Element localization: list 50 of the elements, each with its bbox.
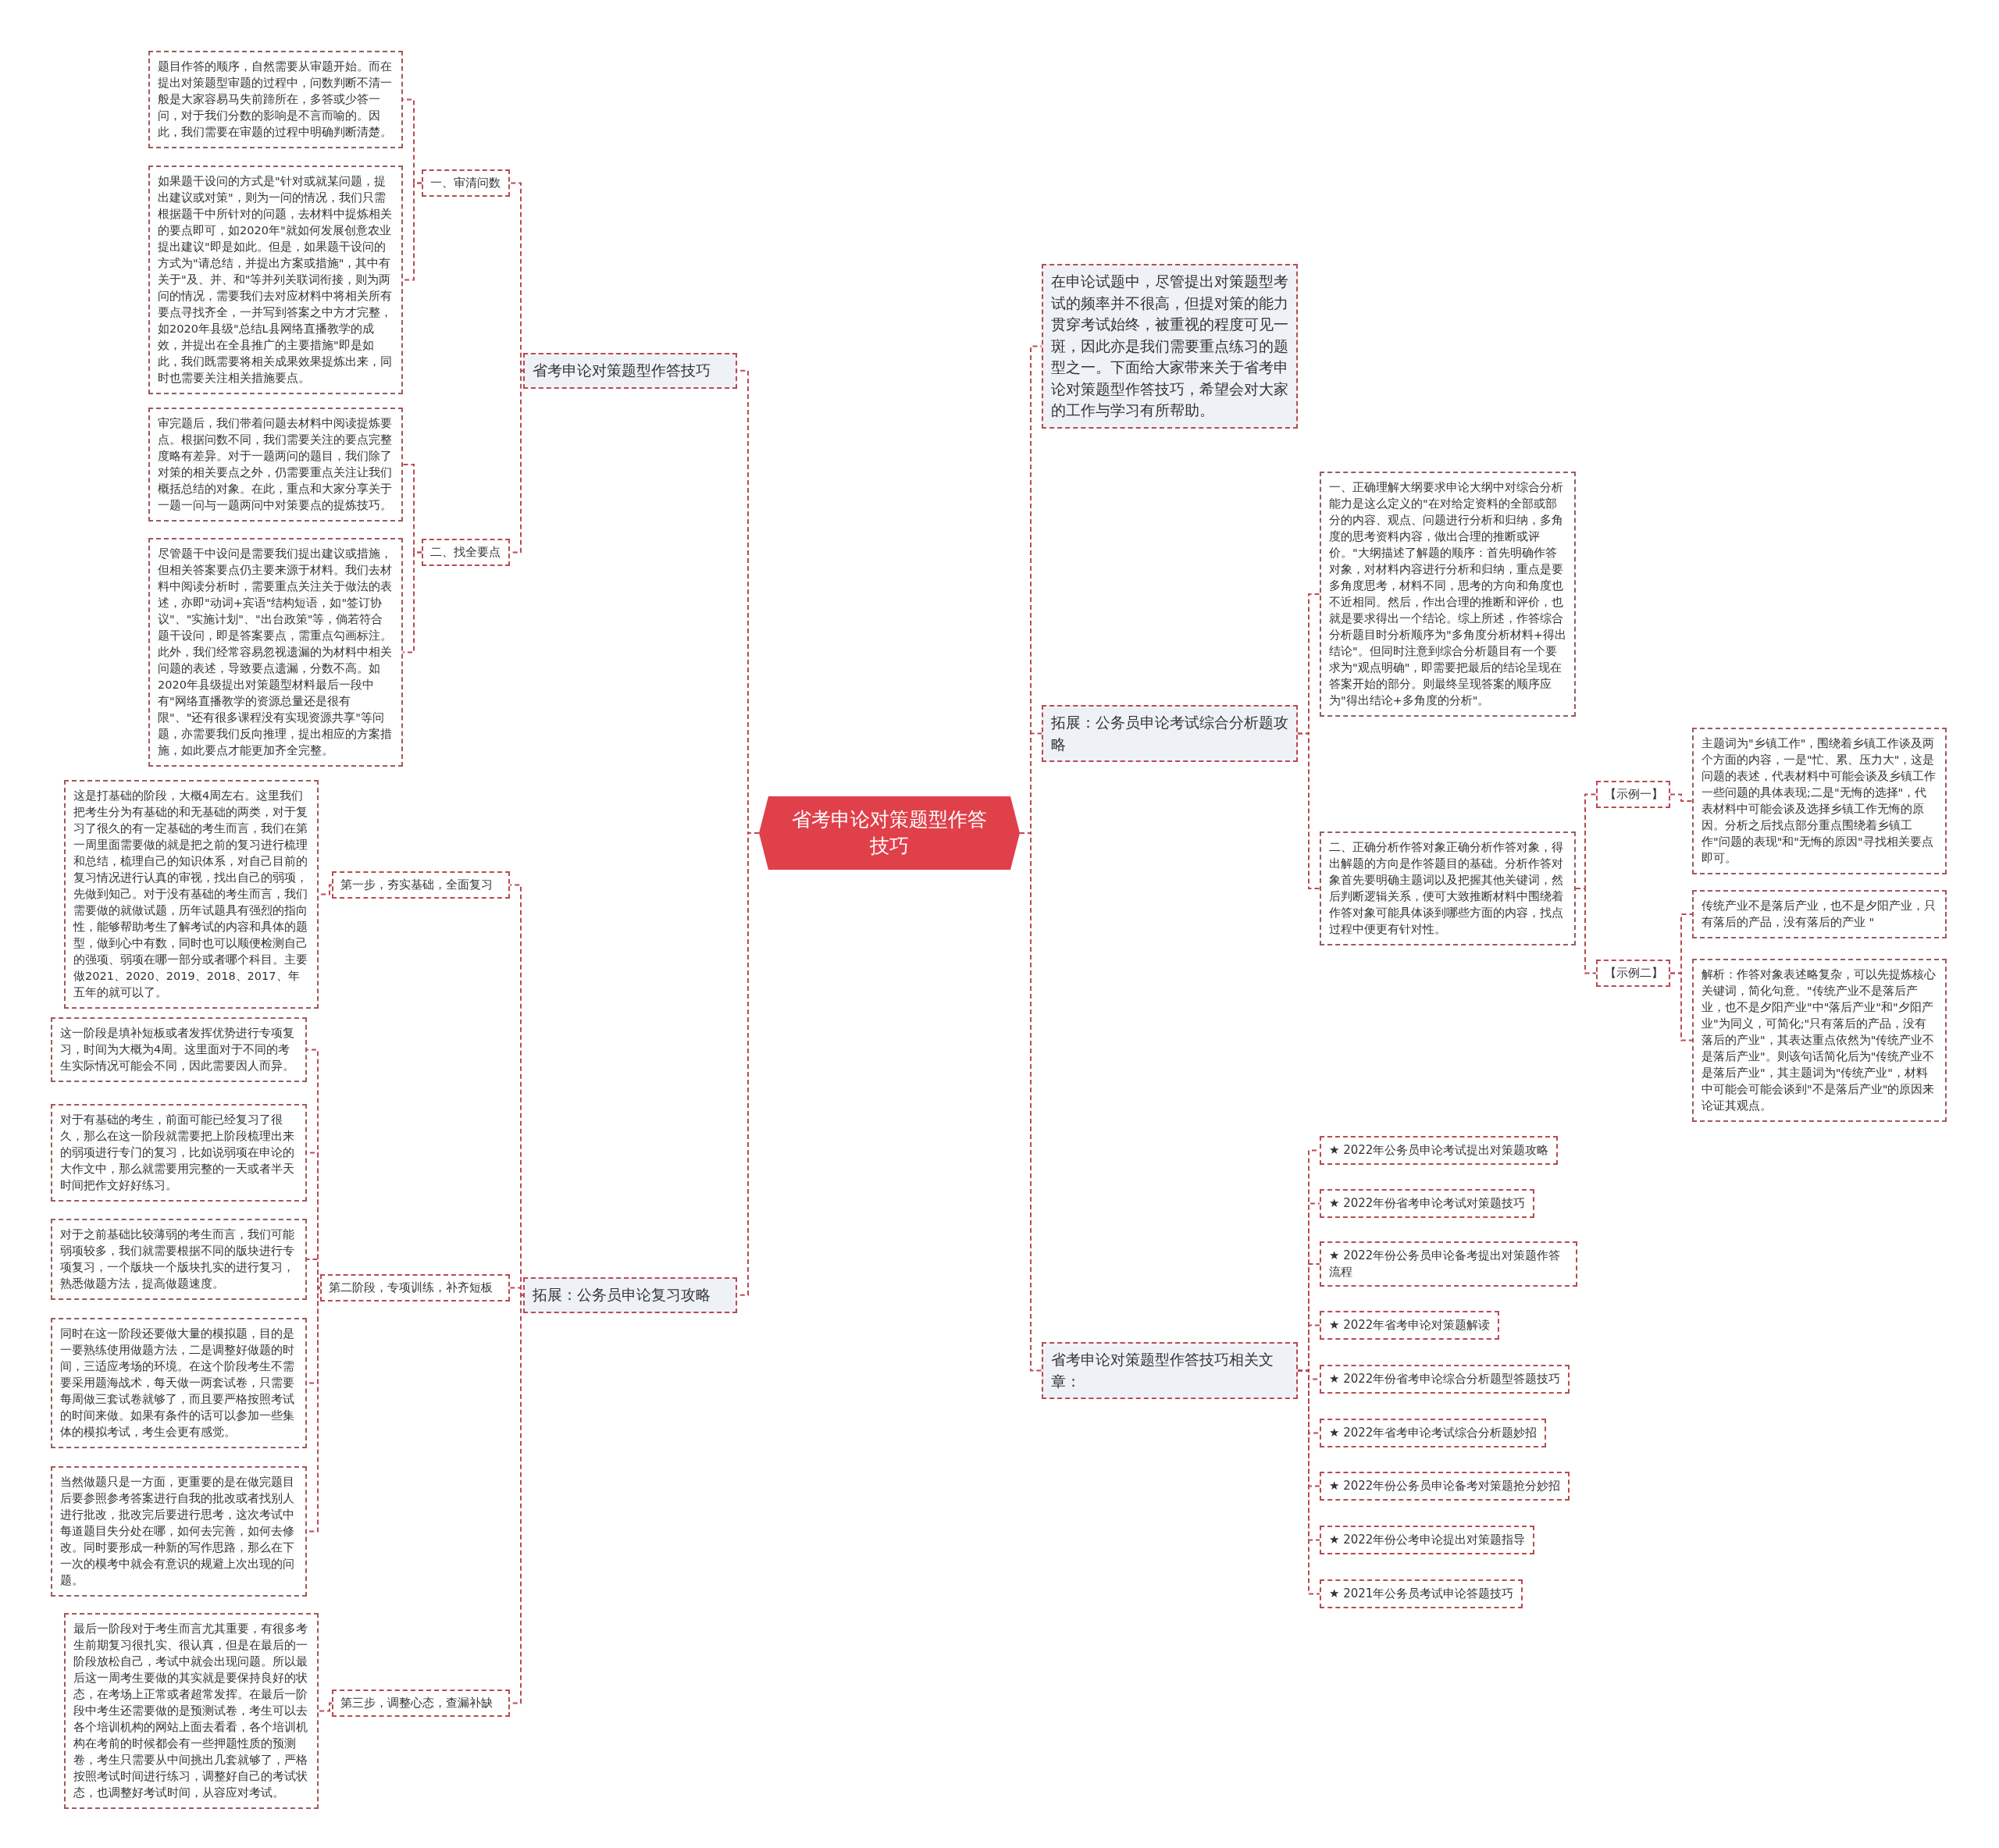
connector-line bbox=[509, 182, 524, 372]
topic-box: 拓展：公务员申论考试综合分析题攻略 bbox=[1042, 705, 1298, 763]
note-box: 当然做题只是一方面，更重要的是在做完题目后要参照参考答案进行自我的批改或者找别人进行批改，批改完后要进行思考，这次考试中每道题目失分处在哪，如何去完善，如何去修改。同时要形成一种新的写作思路，那么在下一次的模考中就会有意识的规避上次出现的问题。 bbox=[51, 1466, 307, 1597]
note-box: 这一阶段是填补短板或者发挥优势进行专项复习，时间为大概为4周。这里面对于不同的考生实际情况可能会不同，因此需要因人而异。 bbox=[51, 1017, 307, 1083]
article-link-box: ★ 2022年省考申论对策题解读 bbox=[1320, 1311, 1500, 1340]
subtopic-box: 【示例二】 bbox=[1596, 960, 1670, 987]
article-link-box: ★ 2022年省考申论考试综合分析题妙招 bbox=[1320, 1419, 1547, 1447]
connector-line bbox=[1669, 972, 1693, 1042]
note-box: 尽管题干中设问是需要我们提出建议或措施，但相关答案要点仍主要来源于材料。我们去材料中阅读分析时，需要重点关注关于做法的表述，亦即"动词+宾语"结构短语，如"签订协议"、"实施计划"、"出台政策"等，倘若符合题干设问，即是答案要点，需重点勾画标注。此外，我们经常容易忽视遗漏的为材料中相关问题的表述，导致要点遗漏，分数不高。如2020年县级提出对策题型材料最后一段中有"网络直播教学的资源总量还是很有限"、"还有很多课程没有实现资源共享"等问题，亦需要我们反向推理，提出相应的方案措施，如此要点才能更加齐全完整。 bbox=[148, 538, 403, 767]
note-box: 二、正确分析作答对象正确分析作答对象，得出解题的方向是作答题目的基础。分析作答对象首先要明确主题词以及把握其他关键词，然后判断逻辑关系，便可大致推断材料中围绕着作答对象可能具体谈到哪些方面的内容，找点过程中便更有针对性。 bbox=[1320, 831, 1576, 946]
connector-line bbox=[1669, 793, 1693, 803]
subtopic-box: 一、审清问数 bbox=[422, 169, 510, 197]
note-box: 审完题后，我们带着问题去材料中阅读提炼要点。根据问数不同，我们需要关注的要点完整度略有差异。对于一题两问的题目，我们除了对策的相关要点之外，仍需要重点关注让我们概括总结的对象。在此，重点和大家分享关于一题一问与一题两问中对策要点的提炼技巧。 bbox=[148, 408, 403, 522]
topic-box: 在申论试题中，尽管提出对策题型考试的频率并不很高，但提对策的能力贯穿考试始终，被重视的程度可见一斑，因此亦是我们需要重点练习的题型之一。下面给大家带来关于省考申论对策题型作答技巧，希望会对大家的工作与学习有所帮助。 bbox=[1042, 264, 1298, 429]
article-link-box: ★ 2022年份公考申论提出对策题指导 bbox=[1320, 1526, 1535, 1554]
article-link-box: ★ 2022年份省考申论考试对策题技巧 bbox=[1320, 1189, 1535, 1218]
note-box: 如果题干设问的方式是"针对或就某问题，提出建议或对策"，则为一问的情况，我们只需根据题干中所针对的问题，去材料中提炼相关的要点即可，如2020年"就如何发展创意农业提出建议"即是如此。但是，如果题干设问的方式为"请总结，并提出方案或措施"，其中有关于"及、并、和"等并列关联词衔接，则为两问的情况，需要我们去对应材料中将相关所有要点寻找齐全，一并写到答案之中方才完整，如2020年县级"总结L县网络直播教学的成效，并提出在全县推广的主要措施"即是如此，我们既需要将相关成果效果提炼出来，同时也需要关注相关措施要点。 bbox=[148, 166, 403, 395]
connector-line bbox=[402, 551, 422, 653]
subtopic-box: 第一步，夯实基础，全面复习 bbox=[332, 871, 510, 899]
root-topic bbox=[759, 796, 1020, 870]
topic-box: 省考申论对策题型作答技巧相关文章： bbox=[1042, 1342, 1298, 1400]
connector-line bbox=[1297, 1369, 1320, 1595]
connector-line bbox=[1297, 732, 1320, 890]
article-link-box: ★ 2022年份公务员申论备考对策题抢分妙招 bbox=[1320, 1472, 1570, 1501]
note-box: 最后一阶段对于考生而言尤其重要，有很多考生前期复习很扎实、很认真，但是在最后的一阶段放松自己，考试中就会出现问题。所以最后这一周考生要做的其实就是要保持良好的状态，在考场上正常或者超常发挥。在最后一阶段中考生还需要做的是预测试卷，考生可以去各个培训机构的网站上面去看看，各个培训机构在考前的时候都会有一些押题性质的预测卷，考生只需要从中间挑出几套就够了，严格按照考试时间进行练习，调整好自己的考试状态，也调整好考试时间，从容应对考试。 bbox=[64, 1613, 319, 1810]
note-box: 同时在这一阶段还要做大量的模拟题，目的是一要熟练使用做题方法，二是调整好做题的时间，三适应考场的环境。在这个阶段考生不需要采用题海战术，每天做一两套试卷，只需要每周做三套试卷就够了，而且要严格按照考试的时间来做。如果有条件的话可以参加一些集体的模拟考试，考生会更有感觉。 bbox=[51, 1318, 307, 1449]
note-box: 题目作答的顺序，自然需要从审题开始。而在提出对策题型审题的过程中，问数判断不清一般是大家容易马失前蹄所在，多答或少答一问，对于我们分数的影响是不言而喻的。因此，我们需要在审题的过程中明确判断清楚。 bbox=[148, 51, 403, 149]
note-box: 解析：作答对象表述略复杂，可以先提炼核心关键词，简化句意。"传统产业不是落后产业，也不是夕阳产业"中"落后产业"和"夕阳产业"为同义，可简化;"只有落后的产品，没有落后的产业"，其表达重点依然为"传统产业不是落后产业"。则该句话简化后为"传统产业不是落后产业"，其主题词为"传统产业"，材料中可能会可能会谈到"不是落后产业"的原因来论证其观点。 bbox=[1692, 959, 1947, 1123]
note-box: 对于有基础的考生，前面可能已经复习了很久，那么在这一阶段就需要把上阶段梳理出来的弱项进行专门的复习，比如说弱项在申论的大作文中，那么就需要用完整的一天或者半天时间把作文好好练习。 bbox=[51, 1104, 307, 1202]
article-link-box: ★ 2022年份省考申论综合分析题型答题技巧 bbox=[1320, 1365, 1570, 1394]
note-box: 对于之前基础比较薄弱的考生而言，我们可能弱项较多，我们就需要根据不同的版块进行专项复习，一个版块一个版块扎实的进行复习，熟悉做题方法，提高做题速度。 bbox=[51, 1219, 307, 1301]
note-box: 一、正确理解大纲要求申论大纲中对综合分析能力是这么定义的"在对给定资料的全部或部分的内容、观点、问题进行分析和归纳，多角度的思考资料内容，做出合理的推断或评价。"大纲描述了解题的顺序：首先明确作答对象，对材料内容进行分析和归纳，重点是要多角度思考，材料不同，思考的方向和角度也不近相同。然后，作出合理的推断和评价，也就是要求得出一个结论。综上所述，作答综合分析题目时分析顺序为"多角度分析材料+得出结论"。但同时注意到综合分析题目有一个要求为"观点明确"，即需要把最后的结论呈现在答案开始的部分。则最终呈现答案的顺序应为"得出结论+多角度的分析"。 bbox=[1320, 472, 1576, 717]
connector-line bbox=[306, 1259, 321, 1289]
article-link-box: ★ 2021年公务员考试申论答题技巧 bbox=[1320, 1579, 1523, 1608]
subtopic-box: 第二阶段，专项训练，补齐短板 bbox=[320, 1274, 510, 1301]
subtopic-box: 第三步，调整心态，查漏补缺 bbox=[332, 1690, 510, 1717]
article-link-box: ★ 2022年份公务员申论备考提出对策题作答流程 bbox=[1320, 1241, 1577, 1287]
subtopic-box: 【示例一】 bbox=[1596, 781, 1670, 808]
article-link-box: ★ 2022年公务员申论考试提出对策题攻略 bbox=[1320, 1136, 1559, 1165]
topic-box: 省考申论对策题型作答技巧 bbox=[523, 353, 737, 389]
topic-box: 拓展：公务员申论复习攻略 bbox=[523, 1277, 737, 1313]
connector-line bbox=[402, 182, 422, 281]
note-box: 传统产业不是落后产业，也不是夕阳产业，只有落后的产品，没有落后的产业 " bbox=[1692, 890, 1947, 939]
topic-title: 省考申论对策题型作答技巧 bbox=[791, 807, 988, 859]
connector-line bbox=[509, 1287, 524, 1296]
connector-line bbox=[1575, 888, 1597, 974]
note-box: 这是打基础的阶段，大概4周左右。这里我们把考生分为有基础的和无基础的两类，对于复习了很久的有一定基础的考生而言，我们在第一周里面需要做的就是把之前的复习进行梳理和总结，梳理自己的知识体系，对自己目前的复习情况进行认真的审视，找出自己的弱项，先做到知己。对于没有基础的考生而言，我们需要做的就做试题，历年试题具有强烈的指向性，能够帮助考生了解考试的内容和具体的题型，做到心中有数，同时也可以顺便检测自己的强项、弱项在哪一部分或者哪个科目。主要做2021、2020、2019、2018、2017、年五年的就可以了。 bbox=[64, 780, 319, 1009]
subtopic-box: 二、找全要点 bbox=[422, 539, 510, 566]
connector-line bbox=[318, 1702, 333, 1712]
note-box: 主题词为"乡镇工作"，围绕着乡镇工作谈及两个方面的内容，一是"忙、累、压力大"，这是问题的表述，代表材料中可能会谈及乡镇工作一些问题的具体表现;二是"无悔的选择"，代表材料中可能会谈及选择乡镇工作无悔的原因。分析之后找点部分重点围绕着乡镇工作"问题的表现"和"无悔的原因"寻找相关要点即可。 bbox=[1692, 728, 1947, 875]
